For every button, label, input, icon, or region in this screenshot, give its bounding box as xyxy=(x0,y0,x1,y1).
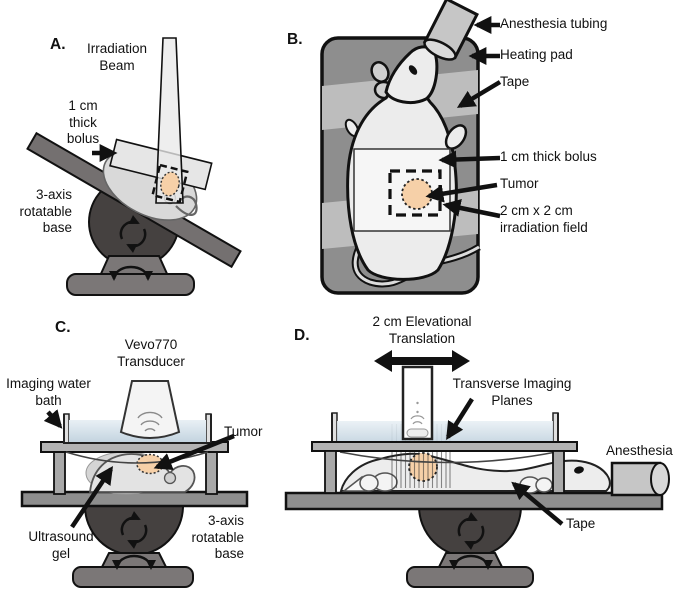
mouse-eye-b xyxy=(408,65,418,75)
label-tape-d: Tape xyxy=(566,516,596,531)
elevational-arrow-right xyxy=(452,350,470,372)
mouse-tail-a xyxy=(175,195,198,216)
mouse-hindpaw2-d xyxy=(359,474,379,492)
label-water-bath: Imaging water bath xyxy=(6,376,91,408)
tumor-arrow-c xyxy=(153,433,235,470)
transducer-c xyxy=(119,380,181,439)
elevational-arrow-left xyxy=(374,350,392,372)
stand-leg-right-c xyxy=(205,449,218,495)
pedestal-base-c xyxy=(72,566,194,588)
pedestal-base-a xyxy=(66,273,195,296)
transducer-tip-d xyxy=(406,428,429,438)
panel-b-illustration xyxy=(320,0,502,295)
label-base-a: 3-axis rotatable base xyxy=(19,187,72,236)
mouse-eye-d xyxy=(574,466,584,474)
water-bath-outline-c xyxy=(63,414,212,444)
label-gel: Ultrasound gel xyxy=(28,529,94,561)
transducer-dot xyxy=(416,410,419,414)
panel-c-letter: C. xyxy=(55,319,71,336)
membrane-d xyxy=(339,451,557,464)
mouse-hindfoot-b xyxy=(444,124,468,150)
irradiation-field-arrow xyxy=(442,199,501,219)
label-bolus-b: 1 cm thick bolus xyxy=(500,149,597,164)
label-tumor-b: Tumor xyxy=(500,176,539,191)
gel-arrow xyxy=(70,466,114,529)
mouse-forepaw2-d xyxy=(535,477,553,493)
panel-d-illustration xyxy=(284,350,670,588)
rotation-ball-d xyxy=(417,505,523,558)
platform-d xyxy=(284,491,664,511)
stand-leg-left-c xyxy=(53,449,66,495)
tumor-b xyxy=(401,178,433,210)
anesthesia-nose-cone xyxy=(422,0,479,61)
label-base-c: 3-axis rotatable base xyxy=(191,513,244,562)
stand-leg-right-d xyxy=(552,450,565,494)
label-irradiation-field: 2 cm x 2 cm irradiation field xyxy=(500,203,588,235)
ultrasound-waves-icon xyxy=(137,411,163,432)
stand-leg-left-d xyxy=(324,450,337,494)
panel-a-illustration xyxy=(26,37,242,296)
pedestal-base-d xyxy=(406,566,534,588)
panel-a-letter: A. xyxy=(50,36,66,53)
tumor-a xyxy=(160,171,180,197)
label-transducer: Vevo770 Transducer xyxy=(117,337,185,369)
mouse-ear-c xyxy=(163,471,177,485)
label-anesthesia: Anesthesia xyxy=(606,443,673,458)
label-translation: 2 cm Elevational Translation xyxy=(372,314,472,346)
panel-d-letter: D. xyxy=(294,327,310,344)
tape-arrow-d xyxy=(511,481,564,526)
water-d xyxy=(337,421,553,443)
water-bath-arrow xyxy=(43,409,63,429)
label-anesthesia-tubing: Anesthesia tubing xyxy=(500,16,608,31)
panel-c-illustration xyxy=(20,380,249,588)
label-bolus-a: 1 cm thick bolus xyxy=(66,98,100,147)
irradiation-beam-shape xyxy=(155,37,184,204)
label-imaging-planes: Transverse Imaging Planes xyxy=(452,376,572,408)
irradiation-field-box-a xyxy=(151,163,189,204)
panel-b-letter: B. xyxy=(287,31,303,48)
transducer-dot xyxy=(416,401,419,405)
label-irradiation-beam: Irradiation Beam xyxy=(86,41,148,73)
transducer-waves-icon xyxy=(410,415,425,425)
imaging-planes-arrow xyxy=(446,397,474,441)
mouse-head-b xyxy=(384,45,439,104)
tumor-arrow-b xyxy=(425,182,498,203)
bolus-arrow-b xyxy=(438,150,501,169)
membrane-c xyxy=(65,451,209,464)
elevational-arrow-shaft xyxy=(390,357,454,365)
tape-arrow-b xyxy=(456,80,502,108)
label-tumor-c: Tumor xyxy=(224,424,263,439)
label-heating-pad: Heating pad xyxy=(500,47,573,62)
anesthesia-tube-cap-d xyxy=(650,462,670,496)
stand-bar-d xyxy=(311,441,578,452)
label-tape-b: Tape xyxy=(500,74,530,89)
